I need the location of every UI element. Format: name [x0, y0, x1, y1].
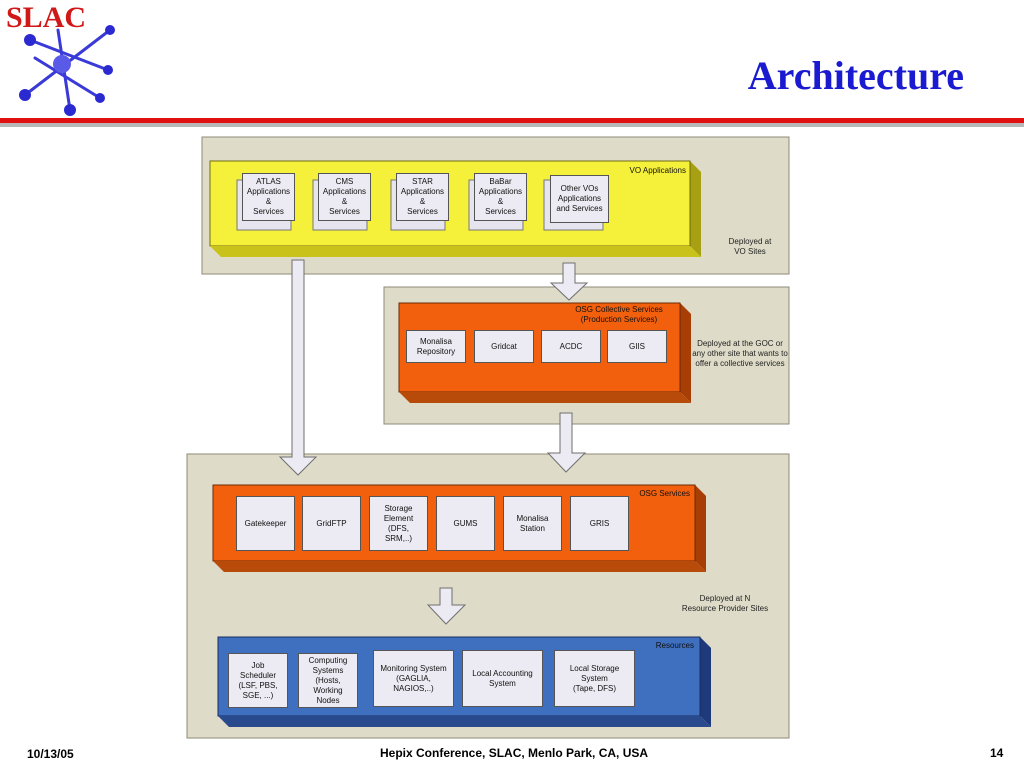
- header-rule-shadow: [0, 123, 1024, 127]
- page-number: 14: [990, 746, 1004, 760]
- footer-date: 10/13/05: [27, 747, 74, 761]
- svg-text:SLAC: SLAC: [6, 1, 86, 34]
- osg-card-gums: GUMS: [436, 496, 495, 551]
- osg-card-gatekeeper: Gatekeeper: [236, 496, 295, 551]
- slac-logo: SLAC: [0, 0, 128, 118]
- down-arrow-collective-to-osg: [546, 412, 587, 473]
- osg-card-gris: GRIS: [570, 496, 629, 551]
- resources-label: Resources: [655, 641, 694, 650]
- osg-services-label: OSG Services: [639, 489, 690, 498]
- osg-card-gridftp: GridFTP: [302, 496, 361, 551]
- down-arrow-osg-to-resources: [426, 587, 467, 625]
- resources-slab-side: [700, 637, 711, 727]
- collective-services-label: OSG Collective Services(Production Servi…: [575, 305, 663, 324]
- vo-applications-label: VO Applications: [629, 166, 686, 175]
- collective-slab-side: [680, 303, 691, 403]
- header-rule: [0, 118, 1024, 123]
- vo-slab-side: [690, 161, 701, 257]
- page-title: Architecture: [747, 53, 964, 98]
- collective-card-giis: GIIS: [607, 330, 667, 363]
- down-arrow-vo-to-collective: [549, 262, 589, 301]
- collective-card-gridcat: Gridcat: [474, 330, 534, 363]
- down-arrow-vo-to-osg: [278, 259, 318, 476]
- footer-conference: Hepix Conference, SLAC, Menlo Park, CA, …: [380, 746, 649, 760]
- collective-card-acdc: ACDC: [541, 330, 601, 363]
- resource-card-monitoring-system: Monitoring System(GAGLIA,NAGIOS,..): [373, 650, 454, 707]
- osg-slab-side: [695, 485, 706, 572]
